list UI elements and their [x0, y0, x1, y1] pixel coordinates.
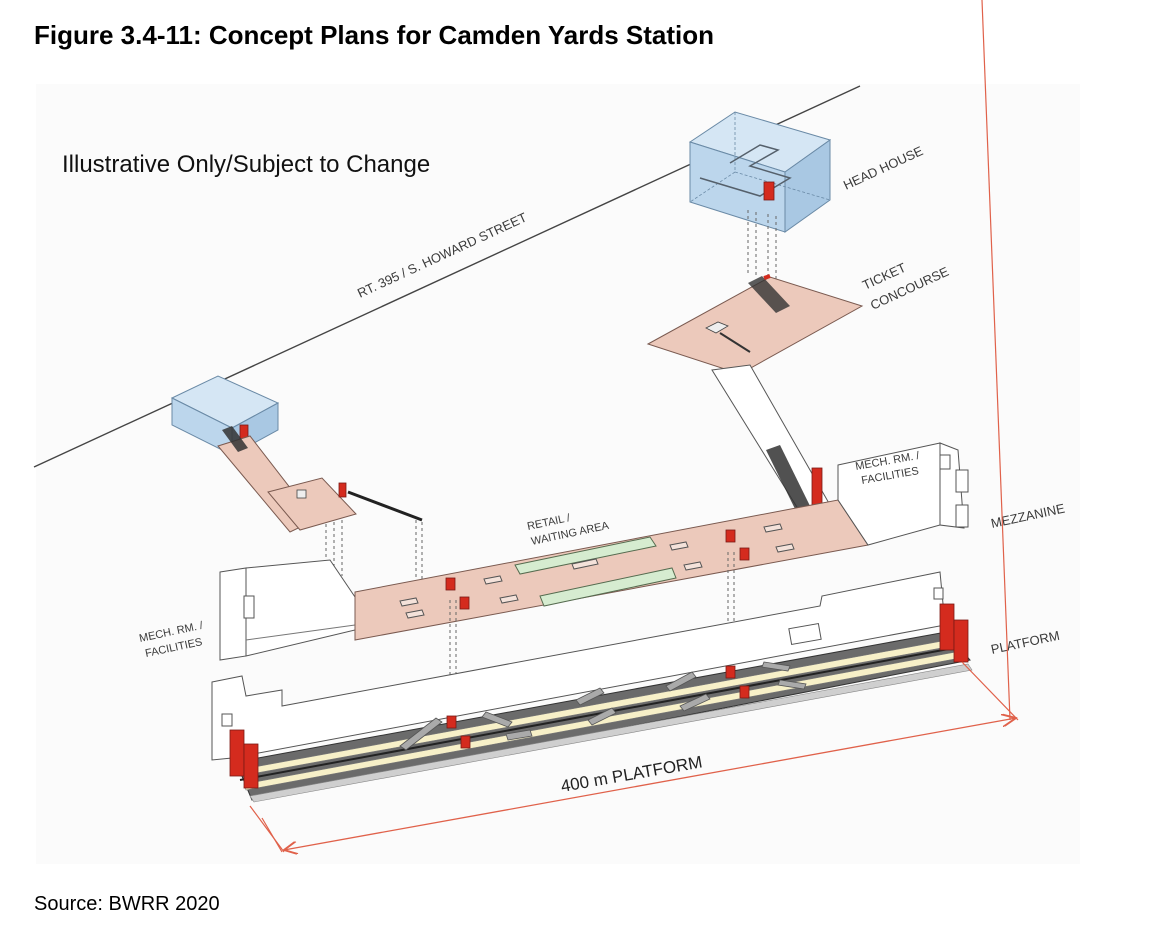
elevator-icon [229, 729, 245, 777]
elevator-icon [763, 181, 775, 201]
illustrative-note: Illustrative Only/Subject to Change [62, 151, 430, 178]
elevator-icon [460, 735, 471, 749]
kiosk-icon [705, 321, 729, 334]
elevator-icon [446, 715, 457, 729]
elevator-icon [953, 619, 969, 663]
dimension-arrow [284, 718, 1016, 850]
escalator-icon [766, 445, 812, 515]
escalator-icon [222, 426, 248, 452]
elevator-icon [939, 603, 955, 651]
source-caption: Source: BWRR 2020 [34, 893, 220, 915]
drop-lines-headhouse [747, 210, 777, 282]
left-concourse [217, 426, 423, 533]
elevator-icon [445, 577, 456, 591]
elevator-icon [725, 529, 736, 543]
head-house [688, 111, 832, 233]
ticket-concourse [646, 274, 864, 515]
platform-dimension [249, 0, 1019, 852]
elevator-icon [338, 482, 347, 498]
benches [399, 523, 795, 619]
mezzanine-level [219, 442, 969, 661]
escalator-icon [748, 276, 790, 313]
retail-counter [514, 536, 657, 575]
drop-lines-left [325, 520, 423, 600]
retail-counter [539, 567, 677, 607]
elevator-icon [243, 743, 259, 789]
figure-title: Figure 3.4-11: Concept Plans for Camden … [34, 20, 715, 50]
elevator-icon [739, 685, 750, 699]
elevator-icon [459, 596, 470, 610]
elevator-icon [739, 547, 750, 561]
elevator-icon [725, 665, 736, 679]
